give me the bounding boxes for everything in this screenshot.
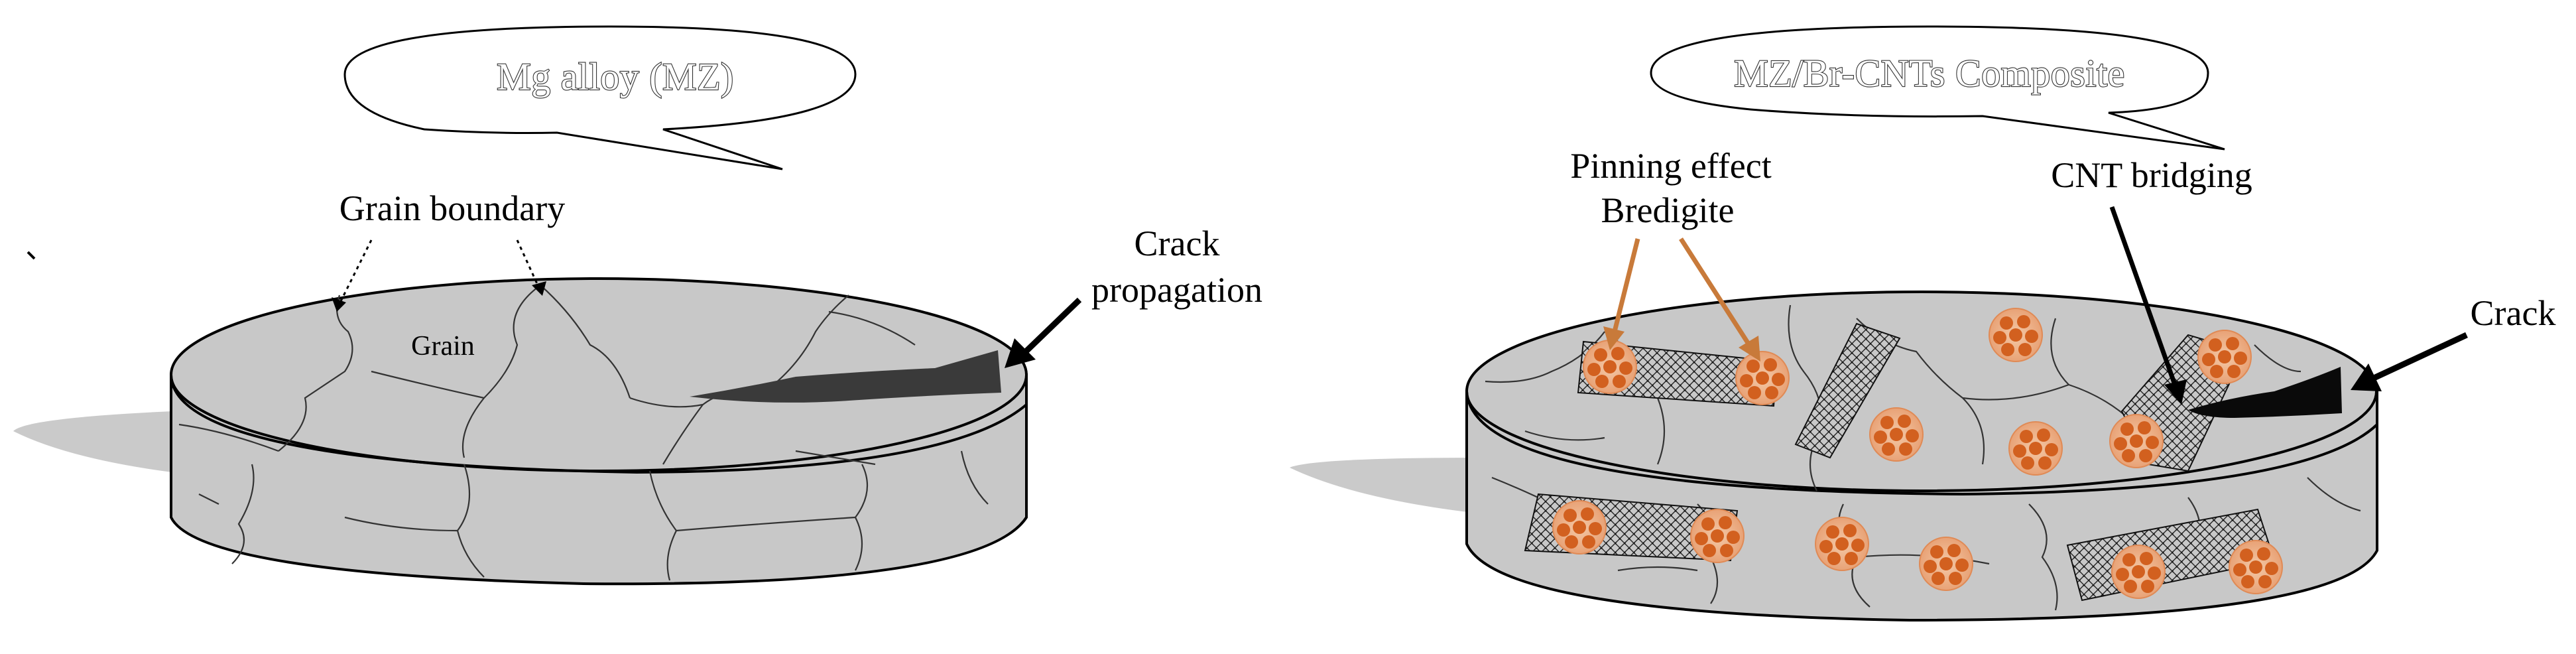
pinning-arrowhead-right <box>1739 336 1760 361</box>
pinning-arrow-left <box>1612 238 1640 332</box>
grain-label: Grain <box>411 331 475 361</box>
bredigite-particle <box>2109 414 2164 468</box>
crack-label: Crack <box>2471 293 2556 333</box>
bredigite-particle <box>2229 540 2283 594</box>
crack-propagation-label-line2: propagation <box>1091 270 1262 310</box>
cnt-bridging-label: CNT bridging <box>2051 155 2252 195</box>
grain-boundary-label: Grain boundary <box>339 188 565 228</box>
crack-arrow <box>2372 332 2468 381</box>
bredigite-particle <box>2111 545 2166 599</box>
bredigite-particle <box>2008 421 2063 476</box>
left-grain-boundaries <box>178 285 916 466</box>
bredigite-particle <box>1815 517 1869 571</box>
cnt-bridging-arrowhead <box>2164 379 2187 405</box>
bredigite-particle <box>1735 351 1790 405</box>
pinning-effect-label: Pinning effect <box>1570 146 1771 186</box>
left-side-boundaries <box>198 450 989 581</box>
grain-boundary-arrow-right <box>516 239 540 287</box>
left-crack <box>690 350 1001 403</box>
bredigite-particle <box>1869 407 1924 462</box>
left-title: Mg alloy (MZ) <box>497 55 734 98</box>
grain-boundary-arrowhead-left <box>332 297 346 312</box>
cnt-bridging-arrow <box>2109 206 2177 386</box>
bredigite-particle <box>1989 308 2043 362</box>
cnt-tube-2 <box>1794 322 1901 459</box>
right-crack <box>2188 367 2342 418</box>
right-panel: MZ/Br-CNTs Composite Pinning effect Bred… <box>1290 25 2556 622</box>
left-panel: Mg alloy (MZ) Grain boundary Grain Crack… <box>13 25 1262 586</box>
right-title-bubble <box>1650 25 2225 151</box>
crack-propagation-arrow <box>1022 297 1082 356</box>
pinning-arrow-right <box>1679 237 1751 346</box>
bredigite-particle <box>2197 330 2252 384</box>
bredigite-particle <box>1552 500 1607 555</box>
pinning-arrowhead-left <box>1603 326 1625 350</box>
bredigite-particle <box>1690 509 1745 563</box>
speck <box>27 251 36 260</box>
grain-boundary-arrow-left <box>338 239 373 304</box>
crack-propagation-arrowhead <box>1005 338 1036 368</box>
crack-arrowhead <box>2351 363 2382 391</box>
grain-boundary-arrowhead-right <box>532 281 546 296</box>
bredigite-particle <box>1919 537 1973 591</box>
right-title: MZ/Br-CNTs Composite <box>1734 52 2125 95</box>
bredigite-label: Bredigite <box>1601 190 1735 230</box>
left-title-bubble <box>343 25 857 170</box>
crack-propagation-label-line1: Crack <box>1135 224 1220 263</box>
